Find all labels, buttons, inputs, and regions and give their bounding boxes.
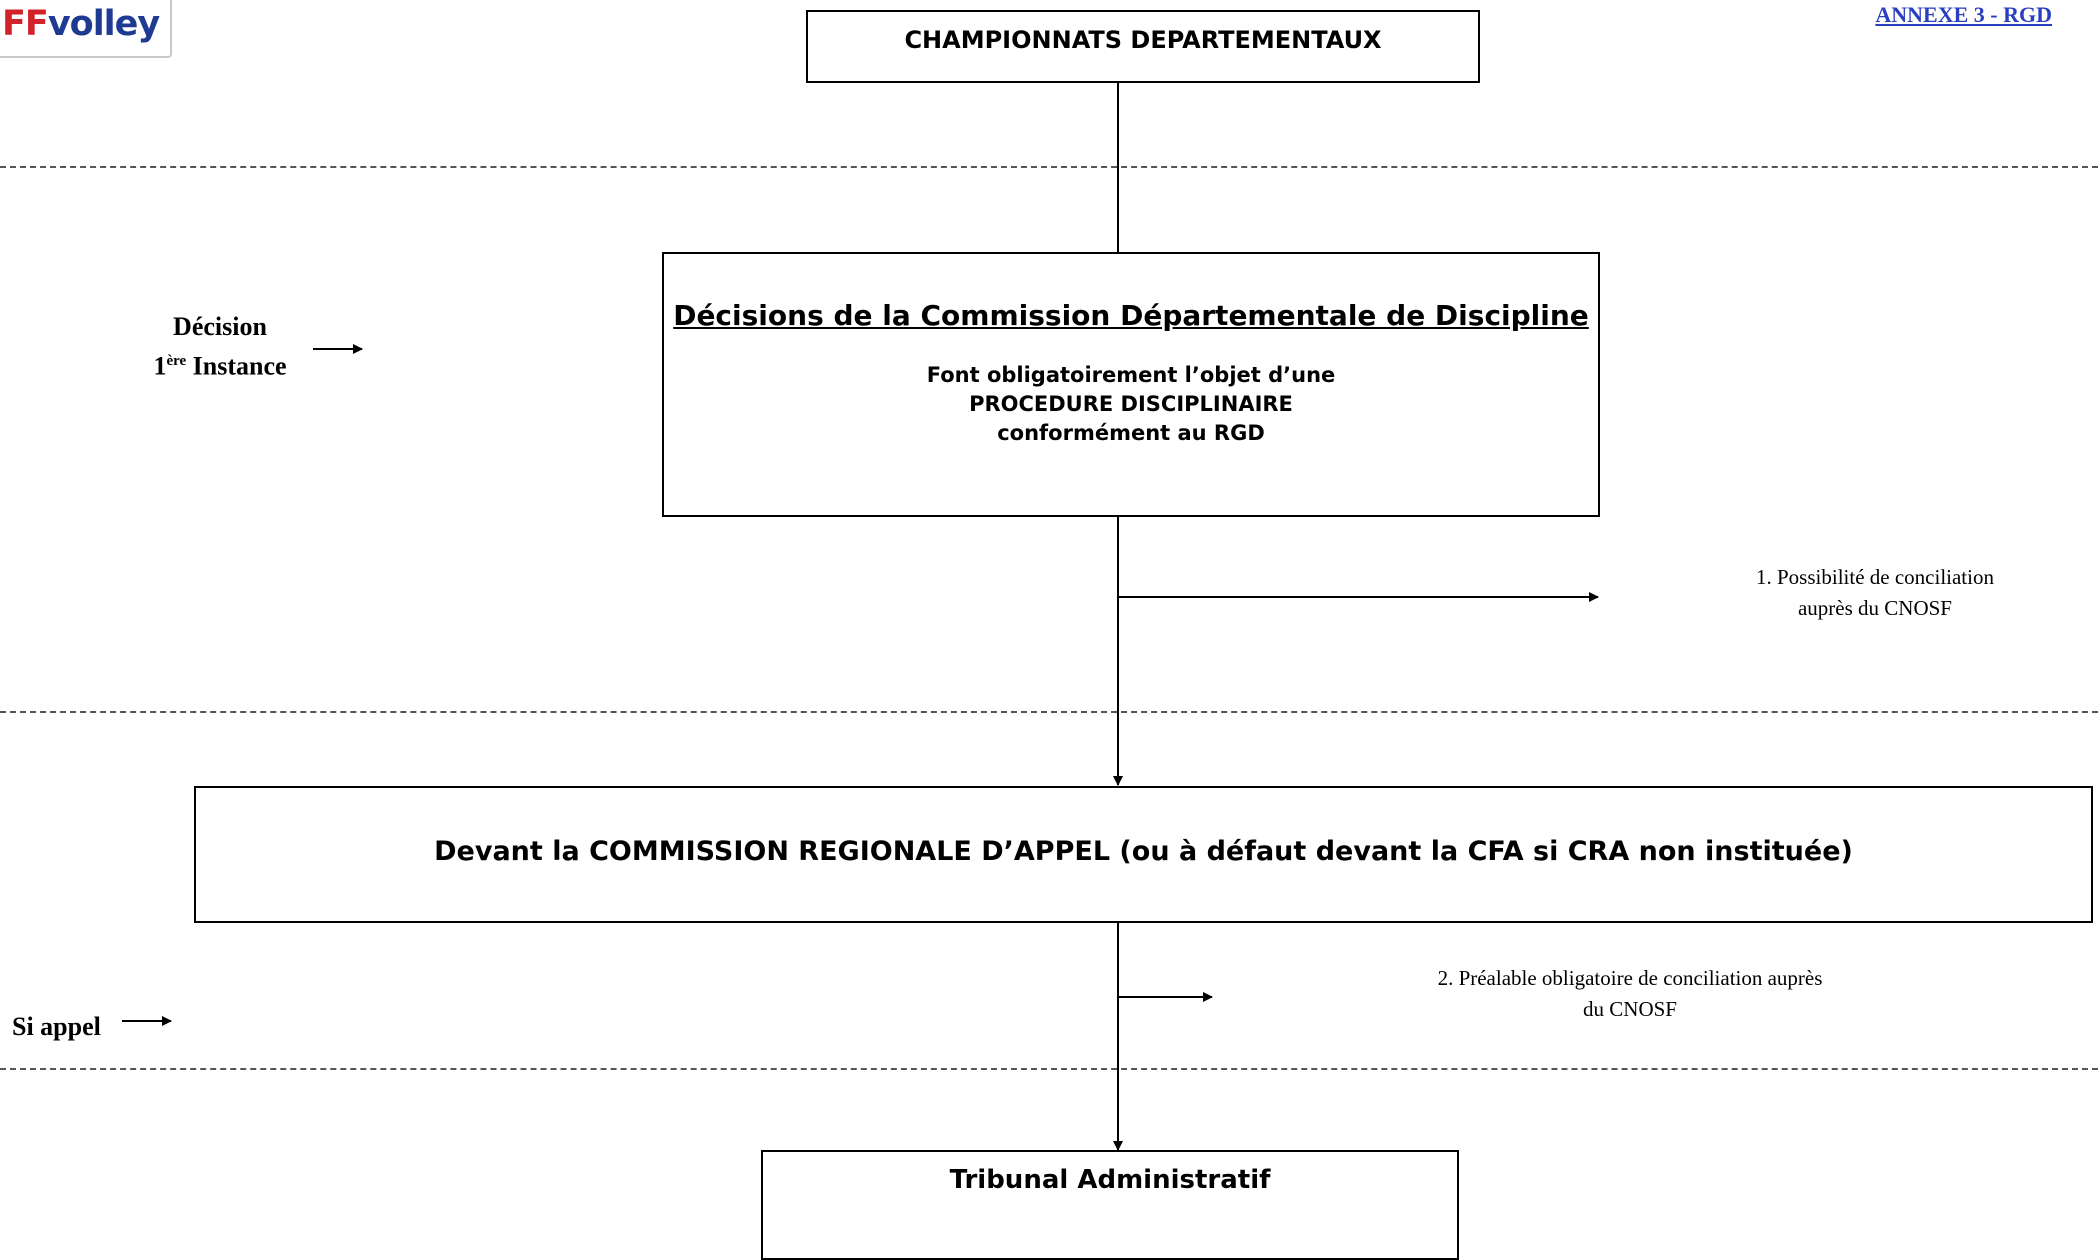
note-conciliation-2: 2. Préalable obligatoire de conciliation…	[1350, 963, 1910, 1025]
ffvolley-logo: FFvolley	[0, 0, 172, 58]
node-first-instance: Décisions de la Commission Départemental…	[662, 252, 1600, 517]
node-first-instance-line1: Font obligatoirement l’objet d’une	[926, 363, 1336, 387]
separator-1	[0, 166, 2098, 168]
node-first-instance-line3: conformément au RGD	[997, 421, 1265, 445]
note-1-line1: 1. Possibilité de conciliation	[1756, 565, 1994, 589]
node-championnats-title: CHAMPIONNATS DEPARTEMENTAUX	[904, 26, 1382, 54]
note-1-line2: auprès du CNOSF	[1797, 596, 1952, 620]
side-label-decision-line1: Décision	[173, 312, 267, 341]
separator-2	[0, 711, 2098, 713]
logo-wordmark: FFvolley	[2, 4, 160, 44]
annex-label[interactable]: ANNEXE 3 - RGD	[1875, 2, 2052, 27]
node-tribunal-title: Tribunal Administratif	[949, 1165, 1271, 1195]
note-2-line1: 2. Préalable obligatoire de conciliation…	[1437, 966, 1823, 990]
node-tribunal: Tribunal Administratif	[761, 1150, 1459, 1260]
side-label-appel: Si appel	[12, 1012, 101, 1041]
node-first-instance-line2: PROCEDURE DISCIPLINAIRE	[969, 392, 1293, 416]
note-2-line2: du CNOSF	[1583, 997, 1677, 1021]
side-label-decision-line2: 1ère Instance	[153, 351, 287, 381]
note-conciliation-1: 1. Possibilité de conciliation auprès du…	[1690, 562, 2060, 624]
side-label-decision: Décision 1ère Instance	[130, 309, 310, 384]
node-appeal: Devant la COMMISSION REGIONALE D’APPEL (…	[194, 786, 2093, 923]
separator-3	[0, 1068, 2098, 1070]
node-appeal-title: Devant la COMMISSION REGIONALE D’APPEL (…	[434, 836, 1853, 867]
node-first-instance-title: Décisions de la Commission Départemental…	[673, 299, 1589, 332]
node-championnats: CHAMPIONNATS DEPARTEMENTAUX	[806, 10, 1480, 83]
